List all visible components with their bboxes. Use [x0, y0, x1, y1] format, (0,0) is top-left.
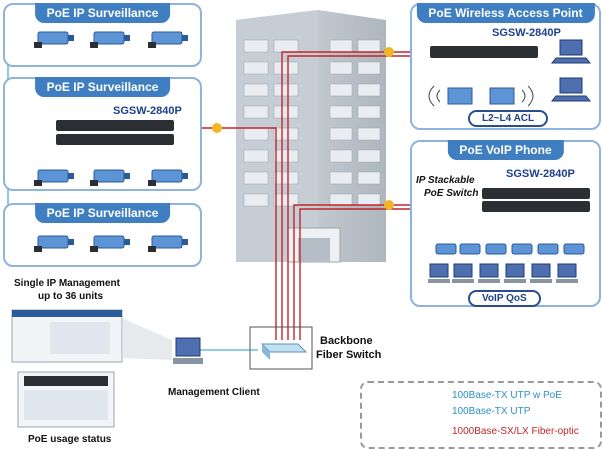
surveillance-title-mid: PoE IP Surveillance — [34, 77, 171, 97]
management-screenshots — [11, 309, 172, 428]
desktop-pc-icon — [530, 263, 552, 283]
desktop-pc-icon — [504, 263, 526, 283]
ip-camera-icon — [34, 235, 74, 252]
ip-camera-icon — [34, 31, 74, 48]
ip-camera-icon — [90, 31, 130, 48]
stackable-label-line1: IP Stackable — [416, 175, 475, 186]
legend-fiber: 1000Base-SX/LX Fiber-optic — [452, 426, 579, 437]
single-ip-label-line2: up to 36 units — [38, 291, 103, 302]
single-ip-label-line1: Single IP Management — [14, 278, 120, 289]
voip-switch-model: SGSW-2840P — [506, 168, 575, 180]
ip-camera-icon — [90, 235, 130, 252]
surveillance-title-bottom: PoE IP Surveillance — [34, 203, 171, 223]
backbone-label-line2: Fiber Switch — [316, 349, 382, 361]
ip-camera-icon — [34, 169, 74, 186]
desktop-pc-icon — [452, 263, 474, 283]
voip-phone-icon — [485, 243, 507, 255]
ip-camera-icon — [148, 235, 188, 252]
stackable-label-line2: PoE Switch — [424, 188, 479, 199]
poe-usage-label: PoE usage status — [28, 434, 112, 445]
surveillance-panel-bottom: PoE IP Surveillance — [3, 203, 202, 267]
surveillance-title-top: PoE IP Surveillance — [34, 3, 171, 23]
wireless-switch-model: SGSW-2840P — [492, 27, 561, 39]
switch-icons — [56, 46, 590, 212]
management-client-label: Management Client — [168, 387, 260, 398]
backbone-switch-icon — [249, 326, 313, 370]
desktop-pc-icon — [478, 263, 500, 283]
desktop-pc-icon — [556, 263, 578, 283]
ip-camera-icon — [90, 169, 130, 186]
voip-phone-icon — [459, 243, 481, 255]
voip-phone-icons — [428, 243, 585, 283]
surveillance-switch-model: SGSW-2840P — [113, 105, 182, 117]
legend-box — [360, 381, 602, 449]
laptop-icons — [550, 39, 592, 102]
voip-phone-icon — [537, 243, 559, 255]
qos-badge: VoIP QoS — [468, 290, 541, 307]
voip-title: PoE VoIP Phone — [447, 140, 564, 160]
wireless-panel: PoE Wireless Access Point SGSW-2840P L2~… — [410, 3, 601, 130]
office-building — [236, 10, 386, 263]
ip-camera-icons — [34, 31, 188, 252]
wireless-title: PoE Wireless Access Point — [416, 3, 595, 23]
voip-phone-icon — [511, 243, 533, 255]
legend-utp-poe: 100Base-TX UTP w PoE — [452, 390, 562, 401]
voip-phone-icon — [435, 243, 457, 255]
desktop-pc-icon — [428, 263, 450, 283]
voip-phone-icon — [563, 243, 585, 255]
ip-camera-icon — [148, 169, 188, 186]
acl-badge: L2~L4 ACL — [468, 110, 549, 127]
management-client-icon — [173, 337, 203, 364]
legend-utp: 100Base-TX UTP — [452, 406, 531, 417]
backbone-label-line1: Backbone — [320, 335, 373, 347]
ip-camera-icon — [148, 31, 188, 48]
access-point-icons — [428, 85, 534, 107]
